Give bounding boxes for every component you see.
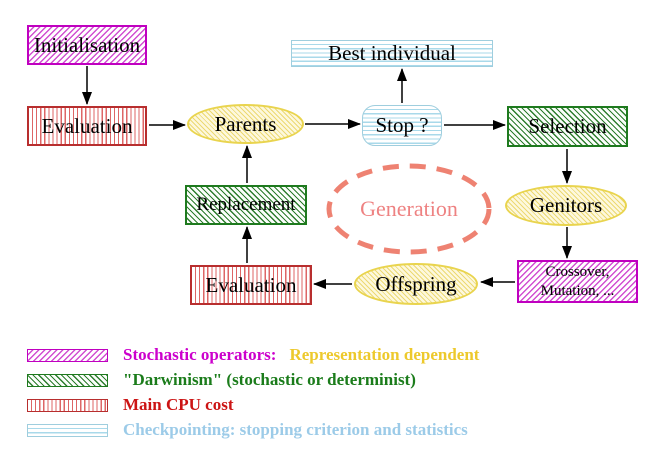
legend-swatch-checkpointing (27, 423, 108, 437)
node-parents: Parents (187, 104, 304, 144)
node-generation: Generation (326, 164, 492, 254)
legend-label-representation-dependent: Representation dependent (289, 345, 480, 364)
node-stop-label: Stop ? (375, 113, 429, 137)
node-crossover-mutation: Crossover, Mutation, ... (517, 260, 638, 303)
legend-swatch-darwinism (27, 373, 108, 387)
legend-label-darwinism: "Darwinism" (stochastic or determinist) (123, 370, 416, 389)
node-genitors: Genitors (505, 185, 627, 226)
node-selection: Selection (507, 106, 628, 147)
legend-swatch-cpu-cost (27, 398, 108, 412)
node-initialisation: Initialisation (27, 25, 147, 65)
node-evaluation-bottom-label: Evaluation (205, 272, 297, 297)
node-best-individual: Best individual (291, 40, 493, 67)
node-parents-label: Parents (214, 111, 277, 136)
legend-row-checkpointing: Checkpointing: stopping criterion and st… (27, 420, 468, 439)
node-genitors-label: Genitors (529, 193, 603, 217)
node-offspring-label: Offspring (375, 271, 457, 296)
legend-label-stochastic-operators: Stochastic operators: (123, 345, 277, 364)
node-evaluation-top: Evaluation (27, 106, 147, 146)
legend-row-stochastic-operators: Stochastic operators: Representation dep… (27, 345, 480, 364)
node-evaluation-bottom: Evaluation (190, 265, 312, 305)
node-generation-label: Generation (360, 196, 458, 221)
legend-label-checkpointing: Checkpointing: stopping criterion and st… (123, 420, 468, 439)
node-evaluation-top-label: Evaluation (41, 113, 133, 138)
legend-swatch-stochastic-operators (27, 348, 108, 362)
node-crossover-line2: Mutation, ... (540, 282, 615, 299)
node-replacement-label: Replacement (196, 194, 296, 215)
node-best-individual-label: Best individual (328, 41, 456, 65)
node-replacement: Replacement (185, 185, 307, 225)
node-stop: Stop ? (362, 105, 442, 146)
node-selection-label: Selection (528, 114, 607, 138)
node-initialisation-label: Initialisation (33, 32, 141, 57)
node-crossover-line1: Crossover, (545, 263, 610, 280)
legend-label-cpu-cost: Main CPU cost (123, 395, 234, 414)
legend-row-cpu-cost: Main CPU cost (27, 395, 234, 414)
node-offspring: Offspring (354, 263, 478, 305)
legend-row-darwinism: "Darwinism" (stochastic or determinist) (27, 370, 416, 389)
